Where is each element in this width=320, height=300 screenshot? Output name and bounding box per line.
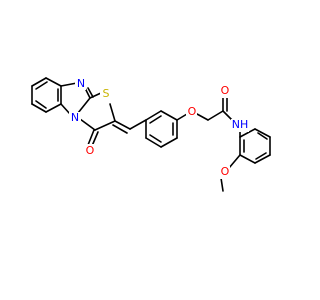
bond bbox=[196, 113, 209, 121]
bond bbox=[89, 92, 102, 99]
bond bbox=[149, 134, 162, 143]
o-methoxy-label: O bbox=[221, 165, 230, 178]
o-ether-atom: O bbox=[186, 105, 197, 119]
n-ring-fusion-atom: N bbox=[69, 111, 81, 125]
bond bbox=[254, 128, 271, 138]
n-imidazole-atom: N bbox=[75, 77, 86, 90]
bond bbox=[79, 118, 96, 131]
bond bbox=[112, 124, 128, 134]
bond bbox=[45, 77, 62, 87]
bond bbox=[220, 177, 224, 192]
molecule-svg: N N S O O O NH bbox=[31, 77, 271, 192]
atom-label-layer: N N S O O O NH bbox=[69, 77, 249, 179]
bond bbox=[239, 128, 256, 138]
bond bbox=[176, 113, 188, 121]
bond-layer bbox=[31, 77, 271, 192]
bond bbox=[109, 103, 116, 122]
bond bbox=[31, 103, 47, 113]
bond bbox=[129, 119, 147, 130]
o-methoxy-atom: O bbox=[219, 165, 230, 179]
bond bbox=[35, 100, 47, 109]
bond bbox=[145, 110, 162, 121]
bond bbox=[35, 81, 48, 90]
o-carbonyl-thiazolone-label: O bbox=[86, 144, 95, 157]
n-ring-fusion-label: N bbox=[71, 111, 79, 124]
s-thiazole-label: S bbox=[103, 87, 110, 100]
bond bbox=[91, 131, 99, 147]
bond bbox=[60, 82, 78, 87]
bond bbox=[255, 152, 267, 160]
nh-amide-atom: NH bbox=[231, 118, 249, 132]
bond bbox=[60, 103, 71, 115]
bond bbox=[239, 154, 256, 164]
bond bbox=[160, 110, 178, 121]
s-thiazole-atom: S bbox=[100, 87, 111, 100]
o-amide-label: O bbox=[221, 84, 230, 97]
bond bbox=[222, 110, 233, 121]
bond bbox=[207, 110, 224, 121]
bond bbox=[160, 137, 178, 148]
o-amide-atom: O bbox=[219, 84, 230, 98]
o-ether-label: O bbox=[188, 105, 197, 118]
o-carbonyl-thiazolone-atom: O bbox=[84, 144, 95, 157]
nh-amide-label: NH bbox=[232, 118, 249, 131]
bond bbox=[31, 77, 47, 87]
bond bbox=[228, 154, 241, 169]
bond bbox=[257, 132, 268, 140]
bond bbox=[77, 97, 91, 114]
bond bbox=[45, 103, 62, 113]
bond bbox=[145, 137, 162, 148]
bond bbox=[114, 120, 131, 130]
bond bbox=[149, 115, 162, 124]
bond bbox=[87, 87, 94, 98]
bond bbox=[87, 129, 95, 146]
bond bbox=[94, 120, 116, 131]
n-imidazole-label: N bbox=[77, 77, 85, 90]
bond bbox=[254, 154, 271, 164]
chemical-structure-diagram: N N S O O O NH bbox=[31, 77, 271, 192]
